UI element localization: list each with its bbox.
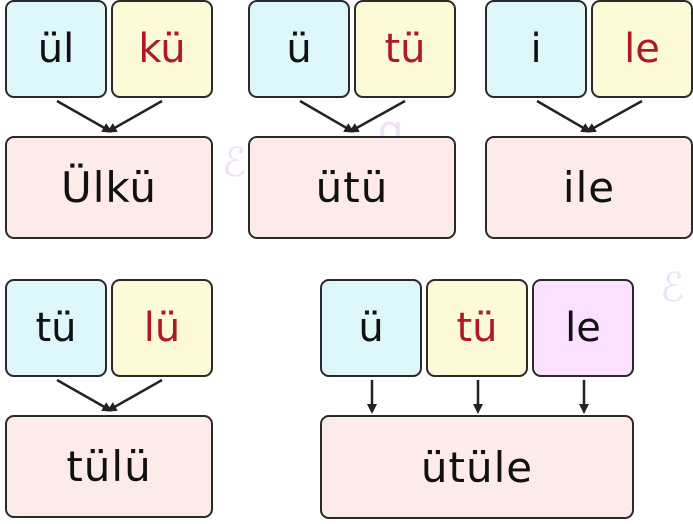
word-box: ile: [485, 136, 693, 239]
syllable-box: i: [485, 0, 587, 98]
syllable-box-highlight: le: [591, 0, 693, 98]
word-box: Ülkü: [5, 136, 213, 239]
syllable-box: ü: [248, 0, 350, 98]
syllable-box-highlight: kü: [111, 0, 213, 98]
syllable-box: le: [532, 279, 634, 377]
syllable-box-highlight: lü: [111, 279, 213, 377]
syllable-box-highlight: tü: [354, 0, 456, 98]
syllable-box: ül: [5, 0, 107, 98]
word-box: ütü: [248, 136, 456, 239]
decorative-swirl-icon: ℰ: [222, 140, 247, 186]
syllable-box: ü: [320, 279, 422, 377]
word-box: ütüle: [320, 415, 634, 519]
syllable-box-highlight: tü: [426, 279, 528, 377]
word-box: tülü: [5, 415, 213, 518]
decorative-swirl-icon: ℰ: [660, 265, 685, 311]
syllable-box: tü: [5, 279, 107, 377]
